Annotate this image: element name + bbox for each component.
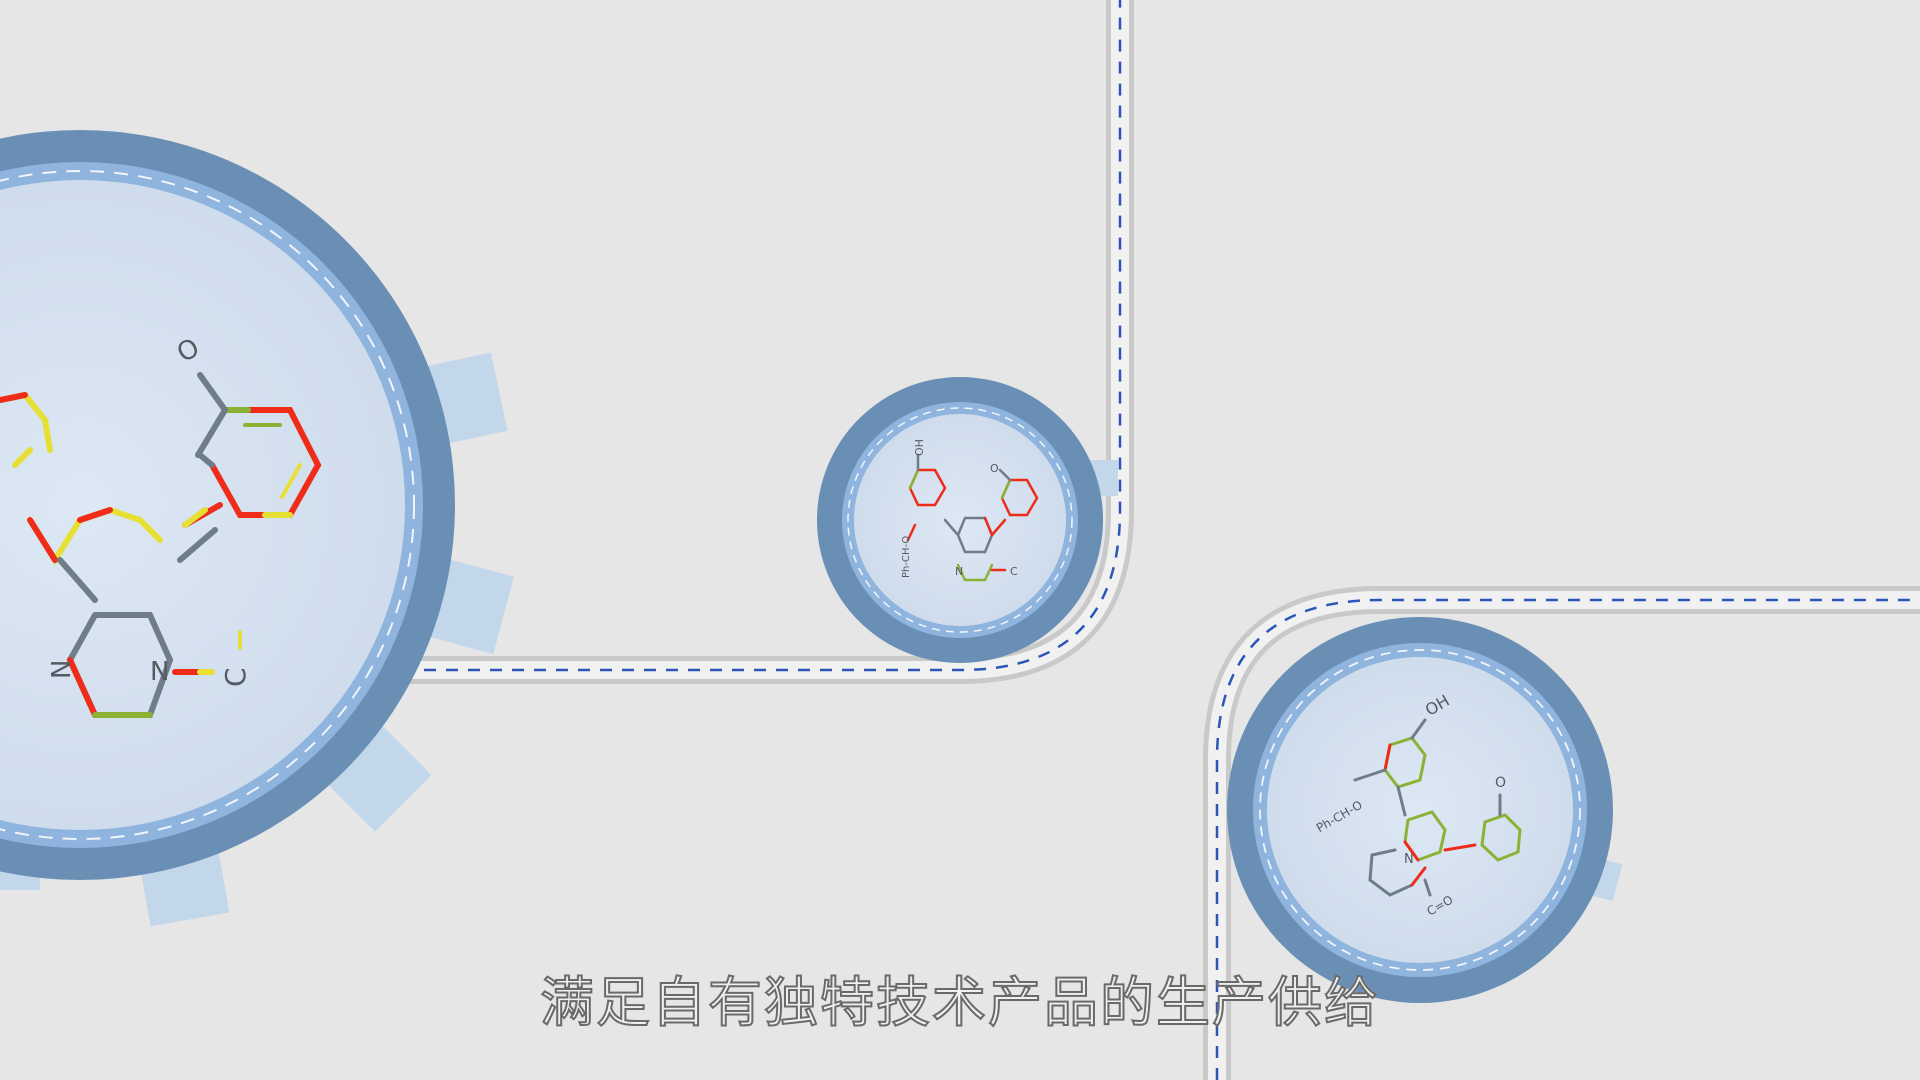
molecule-large [0,372,322,718]
subtitle-caption: 满足自有独特技术产品的生产供给 [539,970,1380,1035]
molecule-small-labels: OH Ph-CH-O N C O [901,439,1018,578]
atom-label: N [47,660,77,679]
large-gear [0,130,514,927]
atom-label: N [150,657,169,687]
atom-label: C [219,667,252,687]
atom-label: O [990,462,999,475]
atom-label: N [1404,852,1414,867]
molecule-small [906,453,1039,582]
small-gear [817,377,1118,663]
molecule-large-labels: O N N C [47,333,252,687]
molecule-medium [1353,718,1522,897]
atom-label: C [1010,565,1018,578]
conveyor-track [380,0,1920,1080]
medium-gear [1227,617,1623,1003]
atom-label: Ph-CH-O [901,536,912,578]
atom-label: OH [913,439,926,456]
atom-label: O [1495,775,1506,791]
atom-label: N [955,565,963,578]
